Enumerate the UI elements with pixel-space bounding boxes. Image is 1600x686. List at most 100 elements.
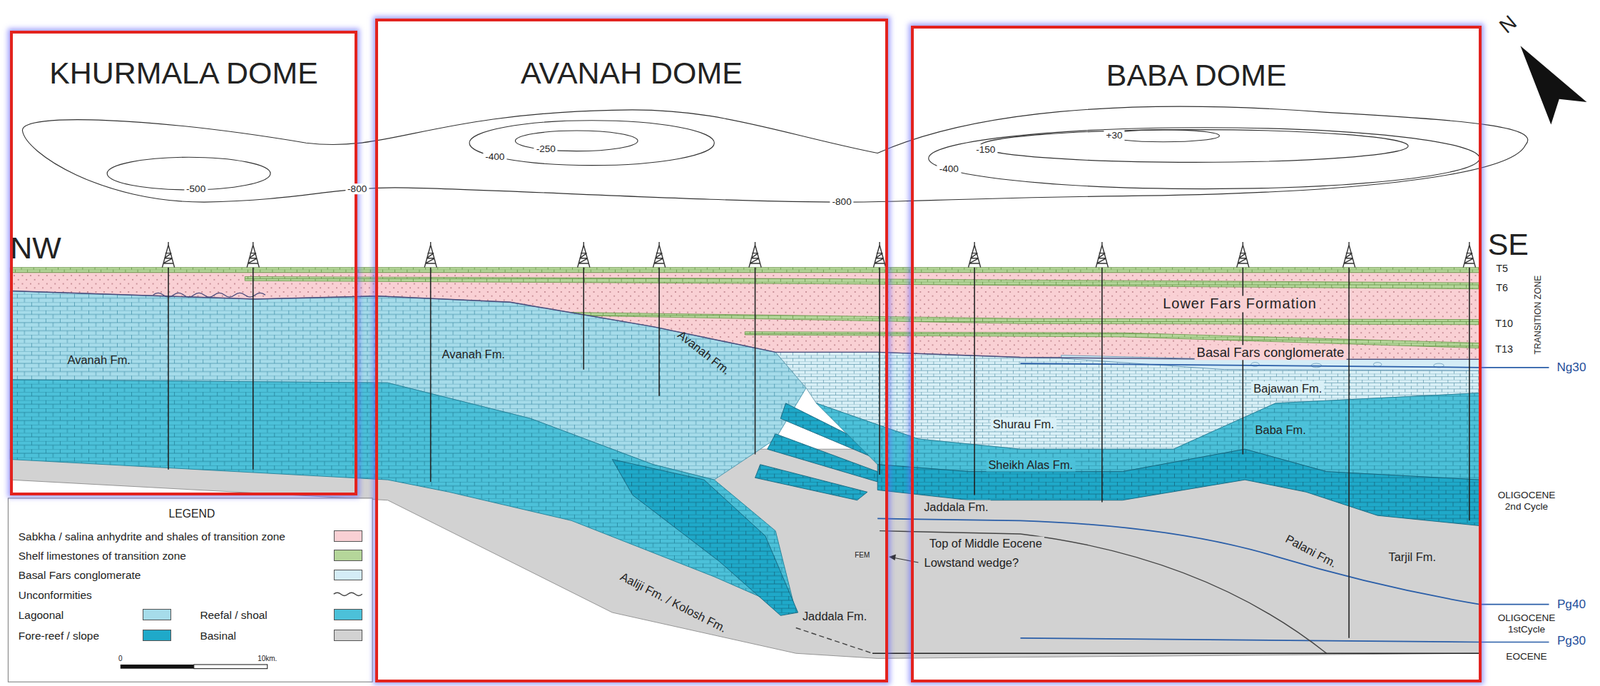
north-label: N xyxy=(1495,10,1522,38)
formation-label: Avanah Fm. xyxy=(442,347,506,361)
derrick-symbol xyxy=(424,241,437,268)
derrick-symbol xyxy=(161,241,175,268)
contour-value: -150 xyxy=(973,144,998,156)
well-path xyxy=(658,267,660,396)
horizon-label: T10 xyxy=(1495,317,1513,329)
legend-swatch xyxy=(333,629,363,641)
legend-label: Basal Fars conglomerate xyxy=(18,568,142,581)
orientation-label: SE xyxy=(1488,227,1529,263)
legend-label: Reefal / shoal xyxy=(199,608,267,621)
callout-label: Lowstand wedge? xyxy=(922,555,1022,570)
contour-value: -250 xyxy=(534,143,558,155)
contour-line xyxy=(979,129,1409,163)
derrick-symbol xyxy=(653,241,666,268)
horizon-label: T5 xyxy=(1495,262,1508,274)
derrick-symbol xyxy=(1343,241,1356,268)
age-label: OLIGOCENE 2nd Cycle xyxy=(1490,490,1563,513)
derrick-symbol xyxy=(873,241,886,268)
formation-label: Sheikh Alas Fm. xyxy=(985,457,1075,471)
derrick-symbol xyxy=(577,241,590,268)
scale-bar xyxy=(194,664,268,669)
region-title: KHURMALA DOME xyxy=(49,56,319,90)
leader-line xyxy=(891,557,919,563)
horizon-label: T6 xyxy=(1495,281,1508,294)
formation-label: Palani Fm. xyxy=(1281,530,1342,571)
horizon-line xyxy=(1020,637,1549,642)
region-box: AVANAH DOME xyxy=(375,18,888,682)
contour-line xyxy=(469,120,715,166)
formation-label: Bajawan Fm. xyxy=(1251,380,1324,395)
formation-label: Avanah Fm. xyxy=(67,352,131,366)
legend-swatch xyxy=(333,608,363,620)
well-path xyxy=(1242,267,1245,455)
north-arrow xyxy=(1520,45,1587,125)
boundary-line xyxy=(872,651,1480,654)
scale-bar xyxy=(120,664,195,669)
contour-value: -500 xyxy=(184,183,208,195)
orientation-label: NW xyxy=(9,230,61,266)
region-box: BABA DOME xyxy=(910,25,1482,682)
well-path xyxy=(252,267,254,470)
legend-label: Sabkha / salina anhydrite and shales of … xyxy=(18,530,286,543)
fore-reef-unit xyxy=(612,459,798,616)
legend-title: LEGEND xyxy=(169,506,216,520)
formation-label: Baba Fm. xyxy=(1253,423,1309,437)
shelf-limestone xyxy=(571,312,1480,325)
unconformity-line xyxy=(153,292,266,297)
formation-label: Aaliji Fm. / Kolosh Fm. xyxy=(616,568,731,636)
contour-line xyxy=(106,156,271,190)
contour-value: -400 xyxy=(482,151,507,163)
legend-label: Basinal xyxy=(199,628,237,641)
legend-label: Unconformities xyxy=(18,587,93,600)
formation-label: Tarjil Fm. xyxy=(1386,549,1439,563)
scale-label: 0 xyxy=(118,654,123,663)
zone-label: TRANSITION ZONE xyxy=(1533,274,1544,354)
horizon-label: T13 xyxy=(1495,343,1513,355)
well-path xyxy=(430,267,432,482)
contour-line xyxy=(515,130,638,152)
derrick-symbol xyxy=(968,241,981,268)
scale-label: 10km. xyxy=(257,654,277,663)
derrick-symbol xyxy=(1463,241,1476,268)
legend-swatch xyxy=(333,549,363,561)
formation-label: Jaddala Fm. xyxy=(921,499,991,513)
horizon-label: Top of Middle Eocene xyxy=(927,536,1045,550)
region-title: BABA DOME xyxy=(1106,58,1287,93)
structure-contours xyxy=(22,106,1528,202)
derrick-symbol xyxy=(246,241,259,268)
boundary-line xyxy=(796,627,873,653)
formation-label: Jaddala Fm. xyxy=(800,608,869,623)
age-label: EOCENE xyxy=(1505,650,1547,662)
well-path xyxy=(1468,267,1471,521)
unconformity-line xyxy=(9,291,1480,360)
contour-value: -800 xyxy=(830,196,854,208)
well-path xyxy=(754,267,757,455)
formation-label: Shurau Fm. xyxy=(990,416,1057,431)
legend-swatch xyxy=(333,530,363,542)
legend-swatch xyxy=(142,629,172,641)
horizon-label: Pg30 xyxy=(1557,633,1586,648)
contour-line xyxy=(928,127,1480,190)
region-title: AVANAH DOME xyxy=(520,56,743,90)
formation-label: FEM xyxy=(854,550,870,560)
derricks xyxy=(161,241,1476,268)
contour-line xyxy=(22,106,1528,202)
contour-value: +30 xyxy=(1104,129,1125,142)
well-path xyxy=(973,267,976,496)
derrick-symbol xyxy=(748,241,762,268)
fore-reef-unit xyxy=(755,464,868,501)
legend-label: Shelf limestones of transition zone xyxy=(18,549,187,562)
legend-swatch xyxy=(333,569,363,581)
shelf-limestone xyxy=(744,331,1480,349)
shelf-limestone xyxy=(9,267,1480,273)
derrick-symbol xyxy=(1095,241,1108,268)
region-box: KHURMALA DOME xyxy=(9,30,357,496)
pebble xyxy=(1373,362,1382,367)
well-path xyxy=(1348,267,1350,638)
